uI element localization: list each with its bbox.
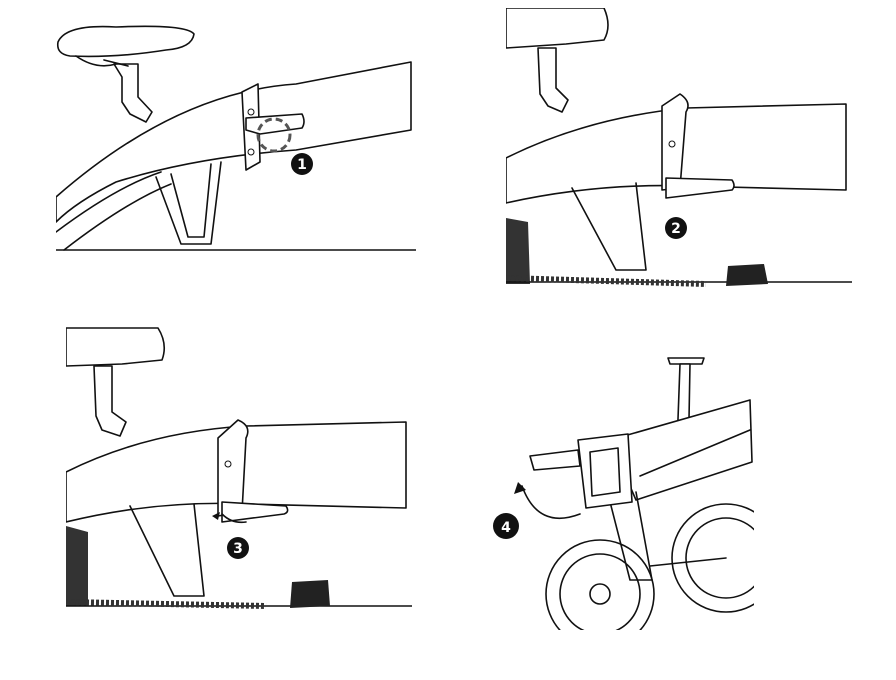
step-1-panel: 1 xyxy=(56,22,416,252)
step-2-illustration: 2 xyxy=(506,8,852,287)
step-4-number: 4 xyxy=(501,520,511,536)
step-1-illustration: 1 xyxy=(56,25,416,251)
step-1-badge xyxy=(291,153,313,175)
step-3-number: 3 xyxy=(233,541,243,557)
step-3-illustration: 3 xyxy=(66,327,412,609)
step-2-badge xyxy=(665,217,687,239)
step-4-badge xyxy=(493,513,519,539)
step-2-number: 2 xyxy=(671,221,681,237)
step-4-illustration: 4 xyxy=(493,357,754,630)
step-4-panel: 4 xyxy=(490,344,754,630)
step-3-panel: 3 xyxy=(66,326,412,610)
latch-highlight-circle xyxy=(256,117,292,153)
step-1-number: 1 xyxy=(297,157,307,173)
step-3-badge xyxy=(227,537,249,559)
step-2-panel: 2 xyxy=(506,8,852,288)
